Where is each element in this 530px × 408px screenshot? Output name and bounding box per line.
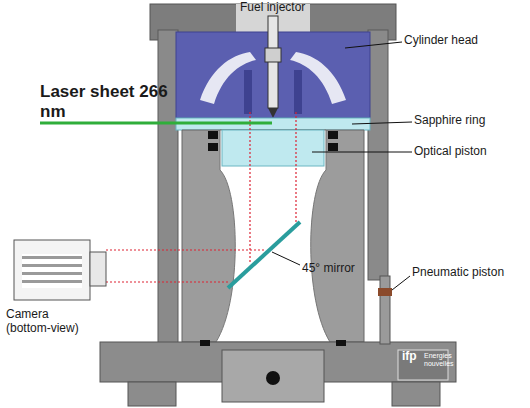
part-label: Cylinder head: [404, 34, 478, 48]
camera-vents: [22, 254, 82, 288]
optical-path: [106, 249, 264, 250]
seal: [328, 131, 338, 139]
part-label: 45° mirror: [302, 262, 355, 276]
base-foot: [392, 382, 440, 406]
seal: [200, 340, 210, 346]
logo-text: ifp: [402, 350, 417, 364]
leader-line: [352, 122, 412, 124]
injector-body: [265, 48, 281, 62]
laser-sheet: [40, 122, 272, 125]
seal: [208, 143, 218, 151]
piston-extension: [216, 130, 330, 342]
cylinder-body: [182, 130, 364, 342]
base-foot: [128, 382, 176, 406]
part-label: Pneumatic piston: [412, 266, 504, 280]
optical-path: [295, 112, 296, 226]
valve-stem: [244, 70, 252, 114]
valve-stem: [294, 70, 302, 114]
crank-shaft: [266, 371, 280, 385]
pneumatic-piston: [380, 276, 390, 344]
injector-tip: [268, 108, 278, 118]
part-label: Fuel injector: [240, 1, 305, 15]
part-label: Optical piston: [414, 145, 487, 159]
crank-housing: [222, 350, 324, 402]
leader-line: [312, 152, 412, 153]
part-label: Laser sheet 266 nm: [40, 82, 170, 121]
leader-line: [345, 42, 402, 48]
leader-line: [272, 252, 300, 265]
logo-text: Energies nouvelles: [424, 352, 448, 368]
camera-body: [14, 240, 90, 300]
part-label: Sapphire ring: [414, 114, 485, 128]
left-column: [158, 30, 178, 350]
seal: [328, 143, 338, 151]
seal: [336, 340, 346, 346]
leader-line: [392, 276, 410, 290]
mirror: [228, 222, 300, 288]
optical-path: [249, 112, 250, 262]
right-column: [368, 30, 388, 280]
pneumatic-piston-band: [378, 288, 392, 296]
camera-lens: [90, 252, 106, 286]
optical-path: [106, 281, 230, 282]
seal: [208, 131, 218, 139]
optical-piston: [222, 130, 324, 166]
part-label: Camera (bottom-view): [6, 308, 90, 336]
logo-badge: [398, 350, 448, 380]
